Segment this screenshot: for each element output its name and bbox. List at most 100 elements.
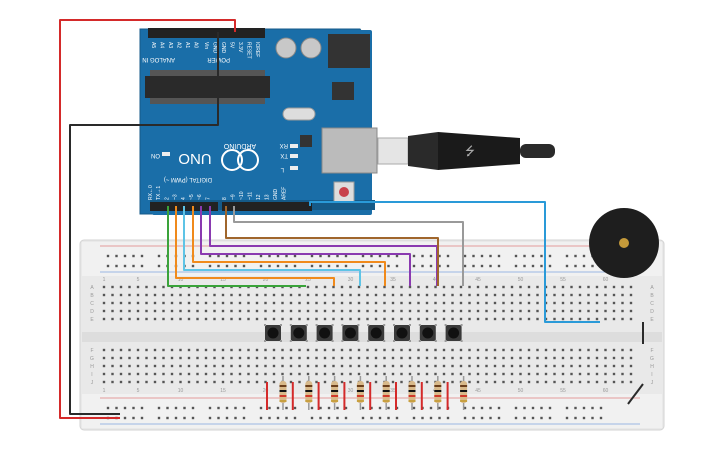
hole bbox=[221, 317, 225, 321]
hole bbox=[332, 301, 335, 305]
hole bbox=[366, 372, 369, 376]
rail-hole bbox=[132, 406, 135, 410]
hole bbox=[604, 317, 607, 321]
hole bbox=[544, 372, 548, 376]
rail-hole bbox=[268, 254, 271, 258]
hole bbox=[527, 372, 531, 376]
button-leg bbox=[393, 340, 395, 342]
hole bbox=[553, 301, 556, 305]
hole bbox=[281, 372, 284, 376]
rail-hole bbox=[327, 416, 331, 420]
arduino-logo-right bbox=[237, 149, 259, 171]
hole bbox=[111, 293, 114, 297]
hole bbox=[349, 356, 352, 360]
rail-hole bbox=[234, 254, 237, 258]
rail-hole bbox=[429, 254, 433, 258]
pin-label: ~10 bbox=[239, 191, 245, 200]
hole bbox=[247, 348, 250, 352]
hole bbox=[391, 293, 395, 297]
hole bbox=[510, 380, 514, 384]
hole bbox=[136, 364, 140, 368]
hole bbox=[408, 317, 412, 321]
rail-hole bbox=[217, 406, 220, 410]
hole bbox=[425, 317, 429, 321]
resistor-band bbox=[434, 400, 442, 402]
hole bbox=[128, 301, 131, 305]
hole bbox=[196, 293, 199, 297]
hole bbox=[519, 356, 522, 360]
rail-hole bbox=[497, 254, 501, 258]
hole bbox=[391, 380, 395, 384]
hole bbox=[230, 348, 233, 352]
hole bbox=[204, 348, 208, 352]
hole bbox=[204, 364, 208, 368]
hole bbox=[136, 356, 140, 360]
hole bbox=[315, 364, 318, 368]
rail-hole bbox=[480, 264, 484, 268]
hole bbox=[289, 301, 293, 305]
hole bbox=[196, 372, 199, 376]
hole bbox=[255, 348, 259, 352]
hole bbox=[383, 301, 386, 305]
hole bbox=[621, 380, 624, 384]
hole bbox=[561, 301, 565, 305]
pin-label: 12 bbox=[256, 194, 262, 200]
hole bbox=[238, 309, 242, 313]
pin-label: GND bbox=[220, 42, 226, 54]
hole bbox=[578, 348, 582, 352]
hole bbox=[468, 348, 471, 352]
hole bbox=[493, 372, 497, 376]
hole bbox=[621, 364, 624, 368]
resistors bbox=[279, 376, 468, 410]
rail-hole bbox=[446, 264, 450, 268]
hole bbox=[272, 348, 276, 352]
hole bbox=[153, 293, 157, 297]
hole bbox=[400, 309, 403, 313]
hole bbox=[553, 380, 556, 384]
hole bbox=[629, 364, 633, 368]
button-leg bbox=[289, 340, 292, 342]
hole bbox=[485, 364, 488, 368]
hole bbox=[119, 293, 123, 297]
hole bbox=[247, 380, 250, 384]
crystal-oscillator bbox=[282, 107, 316, 121]
row-letter: H bbox=[90, 364, 94, 370]
rail-hole bbox=[123, 406, 127, 410]
hole bbox=[281, 356, 284, 360]
hole bbox=[264, 364, 267, 368]
resistor-band bbox=[331, 400, 339, 402]
digital-label: DIGITAL (PWM ~) bbox=[164, 176, 212, 182]
rail-hole bbox=[565, 264, 569, 268]
button-leg bbox=[409, 324, 411, 326]
hole bbox=[366, 293, 369, 297]
hole bbox=[519, 364, 522, 368]
hole bbox=[561, 317, 565, 321]
column-number: 20 bbox=[263, 388, 269, 394]
row-letter: A bbox=[650, 285, 654, 291]
hole bbox=[357, 372, 361, 376]
digital-header-right bbox=[222, 202, 312, 211]
hole bbox=[213, 356, 216, 360]
hole bbox=[332, 293, 335, 297]
hole bbox=[570, 348, 573, 352]
hole bbox=[349, 309, 352, 313]
rail-hole bbox=[429, 416, 433, 420]
hole bbox=[170, 317, 174, 321]
hole bbox=[264, 317, 267, 321]
hole bbox=[145, 364, 148, 368]
hole bbox=[519, 293, 522, 297]
rail-hole bbox=[327, 264, 331, 268]
hole bbox=[391, 285, 395, 289]
hole bbox=[323, 356, 327, 360]
hole bbox=[459, 364, 463, 368]
button-leg bbox=[315, 340, 318, 342]
hole bbox=[204, 309, 208, 313]
hole bbox=[289, 309, 293, 313]
rail-hole bbox=[344, 254, 348, 258]
rail-hole bbox=[599, 406, 603, 410]
hole bbox=[527, 293, 531, 297]
chip-socket-bottom bbox=[150, 98, 265, 104]
wire-pin-5 bbox=[192, 206, 386, 286]
hole bbox=[111, 372, 114, 376]
button-leg bbox=[460, 340, 463, 342]
